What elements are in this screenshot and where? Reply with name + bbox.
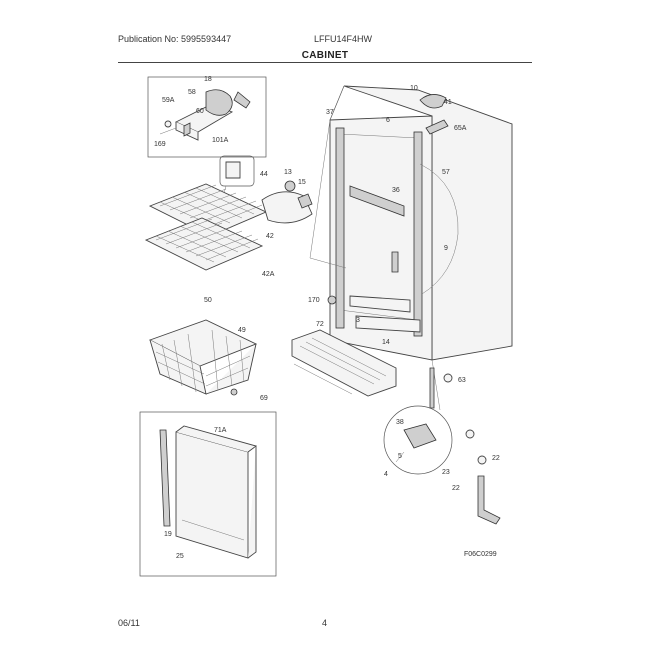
callout-50: 50 [204, 297, 212, 304]
callout-37: 37 [326, 109, 334, 116]
callout-58: 58 [188, 89, 196, 96]
callout-14: 14 [382, 339, 390, 346]
callout-69: 69 [260, 395, 268, 402]
callout-41: 41 [444, 99, 452, 106]
callout-15: 15 [298, 179, 306, 186]
callout-59A: 59A [162, 97, 175, 104]
callout-25: 25 [176, 553, 184, 560]
freezer-basket [148, 319, 258, 396]
callout-13: 13 [284, 169, 292, 176]
callout-19: 19 [164, 531, 172, 538]
callout-6: 6 [386, 117, 390, 124]
callout-3: 3 [356, 317, 360, 324]
callout-10: 10 [410, 85, 418, 92]
callout-71A: 71A [214, 427, 227, 434]
header-rule [118, 62, 532, 63]
callout-57: 57 [442, 169, 450, 176]
shelf-bracket-inset [219, 155, 255, 201]
callout-60: 60 [196, 108, 204, 115]
callout-4: 4 [384, 471, 388, 478]
page-number: 4 [322, 618, 328, 628]
toe-grille [291, 329, 397, 397]
leveling-screws [327, 295, 453, 409]
callout-170: 170 [308, 297, 320, 304]
callout-22-upper: 22 [492, 455, 500, 462]
callout-63: 63 [458, 377, 466, 384]
handle-parts [261, 180, 313, 224]
callout-5: 5 [398, 453, 402, 460]
handle-assembly-inset [147, 76, 267, 158]
bottom-hinge-inset [383, 405, 453, 475]
callout-72: 72 [316, 321, 324, 328]
callout-18: 18 [204, 76, 212, 83]
callout-49: 49 [238, 327, 246, 334]
publication-number: Publication No: 5995593447 [118, 34, 232, 44]
callout-22-lower: 22 [452, 485, 460, 492]
callout-42: 42 [266, 233, 274, 240]
callout-42A: 42A [262, 271, 275, 278]
cabinet-body [329, 85, 513, 361]
callout-169: 169 [154, 141, 166, 148]
top-hinge [419, 94, 449, 135]
callout-101A: 101A [212, 137, 229, 144]
footer-date: 06/11 [118, 618, 140, 628]
figure-code: F06C0299 [464, 551, 497, 558]
callout-9: 9 [444, 245, 448, 252]
callout-38: 38 [396, 419, 404, 426]
door-panel-inset [139, 411, 277, 577]
wire-shelf-lower [144, 217, 264, 271]
callout-65A: 65A [454, 125, 467, 132]
model-number: LFFU14F4HW [314, 34, 373, 44]
hinge-pin [465, 429, 501, 525]
callout-44: 44 [260, 171, 268, 178]
callout-36: 36 [392, 187, 400, 194]
callout-23: 23 [442, 469, 450, 476]
section-title: CABINET [301, 50, 349, 61]
